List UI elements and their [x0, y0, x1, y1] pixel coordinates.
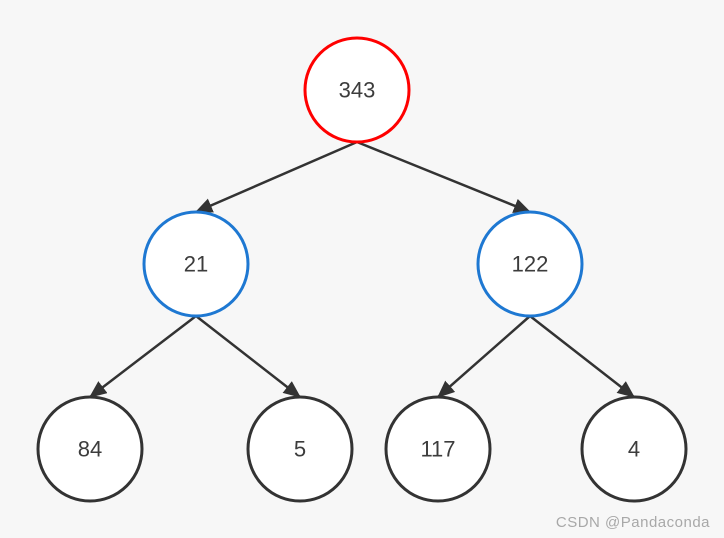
nodes-layer: 343 21 122 84 5 117 4: [36, 36, 688, 503]
tree-node-84: 84: [36, 395, 144, 503]
node-label-117: 117: [420, 437, 455, 462]
node-label-4: 4: [628, 437, 640, 462]
edge-n122-n4: [528, 314, 636, 399]
node-circle-21: [142, 210, 250, 318]
tree-node-117: 117: [384, 395, 492, 503]
node-circle-122: [476, 210, 584, 318]
tree-node-21: 21: [142, 210, 250, 318]
edge-root-n21: [194, 140, 359, 214]
tree-node-343: 343: [303, 36, 411, 144]
node-circle-5: [246, 395, 354, 503]
node-label-343: 343: [339, 78, 376, 103]
node-circle-117: [384, 395, 492, 503]
edge-n122-n117: [436, 314, 532, 399]
node-circle-84: [36, 395, 144, 503]
watermark-text: CSDN @Pandaconda: [555, 514, 710, 531]
edges-layer: [88, 140, 636, 399]
tree-node-122: 122: [476, 210, 584, 318]
edge-n21-n84: [88, 314, 198, 399]
edge-n21-n5: [194, 314, 302, 399]
node-circle-4: [580, 395, 688, 503]
node-label-21: 21: [184, 252, 208, 277]
tree-node-5: 5: [246, 395, 354, 503]
node-label-122: 122: [512, 252, 549, 277]
node-label-84: 84: [78, 437, 102, 462]
node-label-5: 5: [294, 437, 306, 462]
node-circle-343: [303, 36, 411, 144]
edge-root-n122: [355, 140, 532, 214]
tree-node-4: 4: [580, 395, 688, 503]
